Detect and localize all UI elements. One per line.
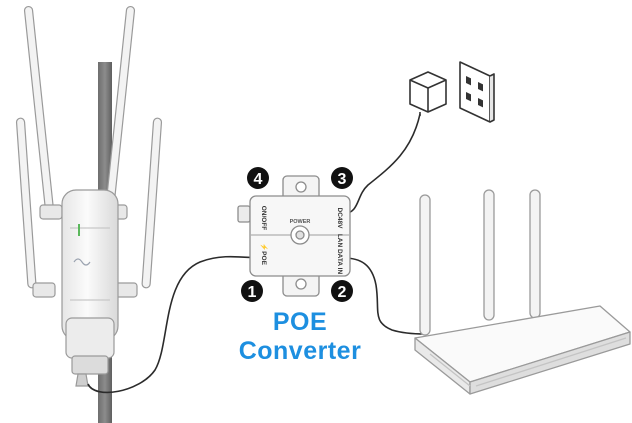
diagram-caption: POE Converter (210, 308, 390, 366)
callout-2: 2 (331, 280, 353, 302)
port-label-poe: ⚡POE (260, 243, 268, 265)
router-icon (414, 189, 631, 395)
callout-1: 1 (241, 280, 263, 302)
port-label-dc: DC48V (336, 208, 343, 230)
callout-4: 4 (247, 167, 269, 189)
poe-injector-icon (237, 175, 351, 297)
caption-line-1: POE (272, 308, 328, 336)
extender-icon (15, 5, 163, 387)
cable-poe-to-router (343, 257, 426, 335)
power-adapter-icon (409, 71, 447, 116)
callout-number: 4 (254, 171, 263, 188)
port-label-lan: LAN DATA IN (336, 234, 343, 275)
caption-line-2: Converter (238, 337, 362, 365)
cable-poe-to-adapter (343, 113, 421, 215)
port-label-onoff: ON/OFF (260, 206, 267, 231)
wall-outlet-icon (459, 61, 495, 123)
callout-number: 3 (338, 171, 347, 188)
callout-number: 1 (248, 284, 257, 301)
port-label-power: POWER (290, 219, 311, 225)
callout-3: 3 (331, 167, 353, 189)
callout-number: 2 (338, 284, 347, 301)
cable-extender-to-poe (87, 255, 259, 394)
